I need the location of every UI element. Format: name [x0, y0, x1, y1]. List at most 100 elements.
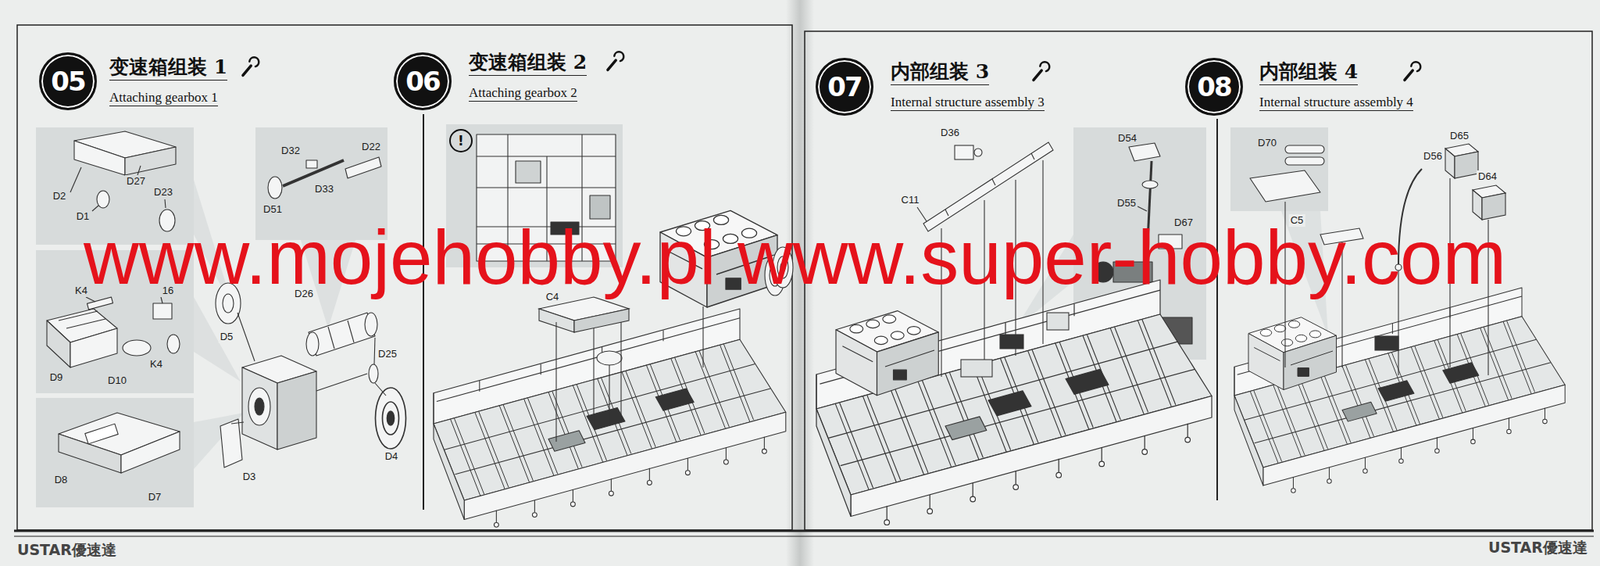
part-number: D70 — [1256, 136, 1279, 150]
gearbox-exploded-view — [237, 312, 255, 361]
step-number-badge: 07 — [815, 57, 874, 116]
hull-assembly-07 — [974, 148, 983, 157]
detail-inset-panel: D70 — [1230, 127, 1329, 211]
hull-assembly-06 — [702, 306, 704, 368]
inset-sketch — [137, 165, 141, 175]
part-number: D56 — [1421, 150, 1444, 163]
hull-assembly-06 — [596, 350, 622, 365]
part-number: D51 — [261, 203, 284, 216]
part-number: D25 — [376, 347, 399, 361]
hull-assembly-08 — [1375, 335, 1399, 350]
gearbox-exploded-view — [215, 282, 407, 468]
hull-assembly-07 — [954, 145, 974, 160]
hull-assembly-07 — [945, 209, 949, 216]
gearbox-exploded-view — [368, 364, 379, 383]
wrench-icon — [1404, 70, 1413, 80]
inset-sketch — [153, 303, 172, 319]
hull-assembly-06 — [608, 364, 610, 426]
step-number: 08 — [1196, 71, 1231, 103]
inset-sketch — [96, 190, 110, 208]
page-frame — [422, 114, 425, 510]
page-frame — [14, 535, 1594, 537]
gearbox-exploded-view — [231, 421, 244, 424]
part-number: D8 — [53, 473, 70, 486]
wrench-icon — [1029, 60, 1051, 83]
hull-assembly-08 — [1234, 143, 1565, 493]
part-number: D36 — [939, 126, 961, 140]
part-number: D65 — [1448, 129, 1471, 143]
wrench-icon — [249, 55, 261, 68]
inset-sketch — [515, 160, 541, 183]
hull-assembly-07 — [923, 142, 1054, 232]
inset-sketch — [476, 155, 616, 157]
wrench-icon — [614, 50, 626, 62]
part-number: D7 — [146, 490, 164, 504]
inset-sketch — [92, 205, 99, 211]
step-subtitle: Internal structure assembly 3 — [890, 94, 1045, 111]
part-number: D4 — [383, 450, 400, 463]
inset-sketch — [345, 157, 382, 179]
wrench-icon — [603, 50, 625, 73]
gearbox-exploded-view — [222, 293, 234, 313]
step-number-badge: 05 — [39, 52, 97, 111]
gearbox-exploded-view — [306, 332, 319, 356]
wrench-icon — [1410, 60, 1423, 72]
inset-sketch — [160, 296, 163, 304]
gearbox-exploded-view — [248, 387, 271, 425]
hull-assembly-08 — [1454, 151, 1479, 179]
gearbox-exploded-view — [347, 320, 354, 343]
gearbox-exploded-view — [220, 418, 243, 468]
part-number: D33 — [313, 182, 336, 196]
inset-sketch — [476, 186, 616, 188]
step-subtitle: Internal structure assembly 4 — [1259, 94, 1414, 111]
gearbox-exploded-view — [308, 312, 375, 356]
step-title: 内部组装 4 — [1259, 60, 1358, 86]
part-number: D27 — [125, 175, 147, 188]
part-number: D10 — [106, 374, 129, 387]
inset-sketch — [46, 320, 71, 368]
hull-assembly-07 — [816, 142, 1212, 525]
part-number: D22 — [360, 140, 383, 154]
page-frame — [1216, 118, 1218, 500]
wrench-icon — [607, 60, 616, 70]
inset-sketch — [58, 310, 98, 321]
inset-sketch — [66, 318, 106, 329]
hull-assembly-07 — [1031, 153, 1035, 160]
part-number: D55 — [1115, 196, 1138, 210]
inset-sketch — [1128, 142, 1161, 161]
inset-sketch — [85, 296, 96, 302]
step-number-badge: 06 — [393, 52, 452, 111]
inset-sketch — [167, 334, 180, 354]
hull-assembly-08 — [1472, 189, 1483, 220]
part-number: D64 — [1476, 170, 1499, 183]
inset-sketch — [122, 339, 151, 356]
inset-sketch — [1142, 180, 1158, 189]
inset-sketch — [1285, 145, 1325, 154]
gearbox-exploded-view — [375, 382, 386, 396]
inset-sketch — [164, 199, 166, 208]
part-number: D23 — [152, 185, 175, 199]
page-frame — [14, 529, 1594, 533]
hull-assembly-06 — [433, 308, 786, 527]
hull-assembly-07 — [835, 310, 939, 396]
hull-assembly-07 — [816, 279, 1212, 525]
gearbox-exploded-view — [242, 367, 278, 450]
step-number: 07 — [827, 71, 861, 103]
hull-assembly-08 — [1248, 317, 1337, 390]
hull-assembly-07 — [1046, 312, 1069, 330]
inset-sketch — [1285, 157, 1325, 165]
hull-assembly-07 — [1000, 334, 1024, 349]
step-title: 变速箱组装 1 — [109, 55, 228, 81]
inset-sketch — [267, 176, 283, 199]
inset-sketch — [85, 423, 118, 444]
wrench-icon — [1400, 60, 1422, 83]
inset-ground — [1230, 127, 1329, 211]
inset-sketch — [70, 328, 118, 368]
step-number: 06 — [405, 65, 440, 97]
detail-inset-panel: D8D7 — [35, 397, 194, 508]
inset-sketch — [74, 140, 125, 175]
step-title: 变速箱组装 2 — [468, 50, 587, 76]
inset-sketch — [589, 195, 611, 219]
part-number: C11 — [900, 193, 922, 207]
step-number-badge: 08 — [1185, 57, 1243, 116]
